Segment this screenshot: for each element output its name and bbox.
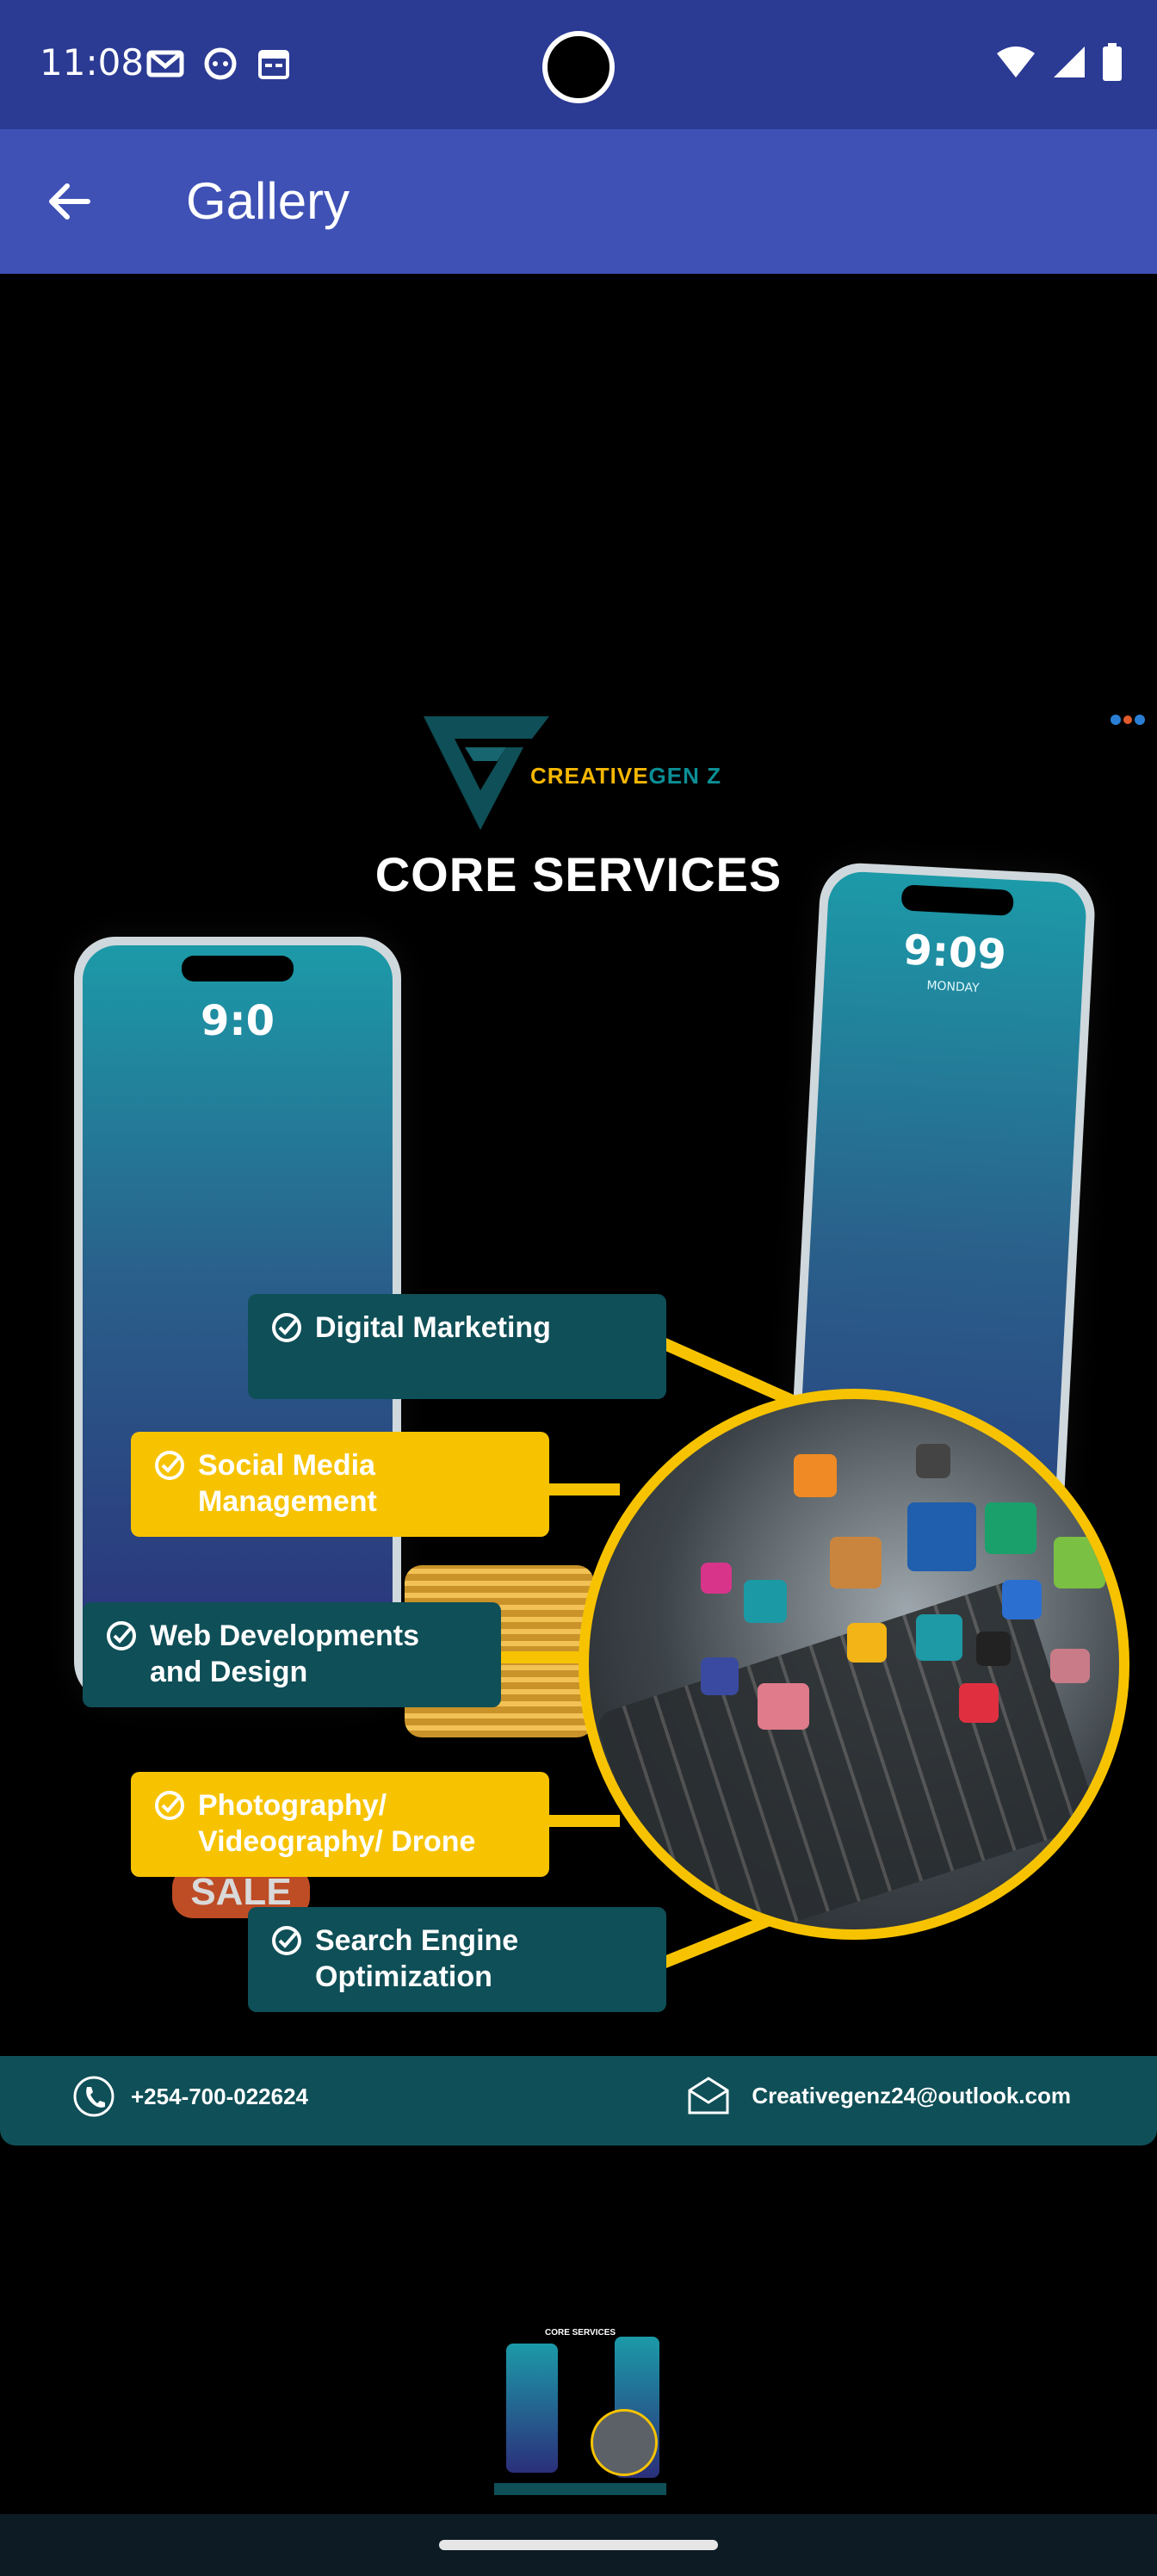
thumbnail-circle: [591, 2409, 658, 2476]
status-time: 11:08: [40, 41, 145, 84]
thumbnail-item[interactable]: CORE SERVICES: [494, 2306, 666, 2505]
check-circle-icon: [272, 1926, 301, 1955]
app-tile: [1054, 1537, 1105, 1588]
service-photography: Photography/Videography/ Drone: [131, 1772, 549, 1877]
brand-logo: CREATIVEGEN Z: [420, 713, 747, 833]
app-tile: [916, 1444, 950, 1478]
app-tile: [744, 1580, 787, 1623]
page-title: Gallery: [186, 172, 350, 230]
back-button[interactable]: [34, 167, 103, 236]
battery-icon: [1103, 43, 1122, 81]
thumbnail-phone-left: [506, 2344, 558, 2473]
app-tile: [959, 1683, 999, 1723]
face-icon: [204, 47, 237, 80]
app-tile: [916, 1614, 962, 1661]
check-circle-icon: [107, 1621, 136, 1650]
app-tile: [758, 1683, 809, 1730]
wifi-icon: [997, 46, 1035, 77]
app-tile: [985, 1502, 1036, 1554]
poster-image: CREATIVEGEN Z CORE SERVICES 9:0 9:09 MON…: [0, 274, 1157, 2146]
arrow-back-icon: [49, 183, 90, 220]
phone-contact: +254-700-022624: [72, 2075, 308, 2118]
check-circle-icon: [155, 1451, 184, 1480]
brand-mark-icon: [424, 716, 549, 830]
service-digital-marketing: Digital Marketing: [248, 1294, 666, 1399]
app-tile: [847, 1623, 887, 1663]
poster-headline: CORE SERVICES: [374, 847, 783, 901]
app-tile: [701, 1563, 732, 1594]
connector-line: [499, 1651, 603, 1663]
status-icons-left: [146, 46, 291, 81]
phone-notch: [182, 956, 294, 981]
navigation-bar: [0, 2514, 1157, 2576]
status-bar: 11:08: [0, 0, 1157, 129]
app-bar: Gallery: [0, 129, 1157, 274]
brand-name: CREATIVEGEN Z: [530, 763, 721, 789]
contact-bar: +254-700-022624 Creativegenz24@outlook.c…: [0, 2056, 1157, 2146]
app-tile: [907, 1502, 976, 1571]
phone-right-time: 9:09: [901, 926, 1008, 980]
mail-icon: [688, 2077, 729, 2115]
app-tile: [830, 1537, 882, 1588]
thumbnail-strip: CORE SERVICES: [0, 2239, 1157, 2514]
signal-icon: [1054, 46, 1085, 77]
phone-number: +254-700-022624: [131, 2083, 309, 2109]
email-address: Creativegenz24@outlook.com: [752, 2082, 1071, 2108]
app-tile: [976, 1632, 1011, 1666]
service-label: Digital Marketing: [315, 1311, 551, 1344]
app-tile: [1002, 1580, 1042, 1619]
corner-watermark: [1109, 713, 1152, 730]
image-viewer[interactable]: CREATIVEGEN Z CORE SERVICES 9:0 9:09 MON…: [0, 274, 1157, 2512]
thumbnail-footer: [494, 2483, 666, 2495]
service-label: Photography/Videography/ Drone: [198, 1789, 476, 1858]
laptop-circle-image: [578, 1389, 1129, 1940]
check-circle-icon: [272, 1313, 301, 1342]
thumbnail-title: CORE SERVICES: [544, 2328, 616, 2338]
phone-notch: [900, 884, 1014, 917]
camera-cutout: [542, 31, 615, 103]
phone-left-time: 9:0: [201, 997, 275, 1045]
status-icons-right: [995, 43, 1123, 81]
connector-line: [542, 1815, 620, 1827]
home-gesture-handle[interactable]: [439, 2540, 718, 2550]
check-circle-icon: [155, 1791, 184, 1820]
app-tile: [1050, 1649, 1090, 1683]
calendar-icon: [258, 50, 289, 79]
email-contact: Creativegenz24@outlook.com: [686, 2075, 1071, 2116]
phone-icon: [73, 2076, 114, 2117]
app-tile: [794, 1454, 837, 1497]
gmail-icon: [146, 50, 184, 77]
app-tile: [701, 1657, 739, 1695]
connector-line: [542, 1483, 620, 1495]
